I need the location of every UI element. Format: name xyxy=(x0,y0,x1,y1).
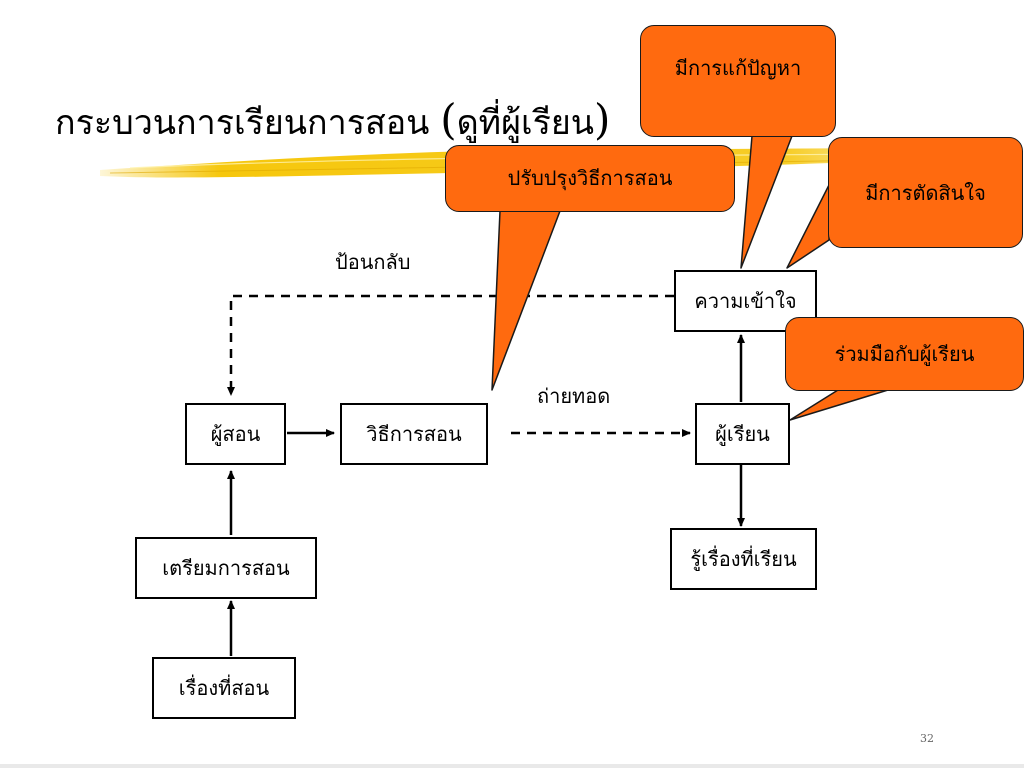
decision-making-callout: มีการตัดสินใจ xyxy=(828,137,1023,248)
learner-box: ผู้เรียน xyxy=(695,403,790,465)
improve-method-callout-tail xyxy=(491,210,561,391)
teacher-box: ผู้สอน xyxy=(185,403,286,465)
preparation-box: เตรียมการสอน xyxy=(135,537,317,599)
problem-solving-callout: มีการแก้ปัญหา xyxy=(640,25,836,137)
cooperate-callout-text: ร่วมมือกับผู้เรียน xyxy=(834,342,975,366)
transfer-label: ถ่ายทอด xyxy=(537,384,611,408)
decision-making-callout-text: มีการตัดสินใจ xyxy=(865,180,986,205)
cooperate-callout: ร่วมมือกับผู้เรียน xyxy=(785,317,1024,391)
improve-method-callout: ปรับปรุงวิธีการสอน xyxy=(445,145,735,212)
page-number: 32 xyxy=(920,732,934,745)
slide-title-paren-open: ( xyxy=(440,95,457,144)
feedback-label: ป้อนกลับ xyxy=(335,250,411,274)
learned-topic-box: รู้เรื่องที่เรียน xyxy=(670,528,817,590)
decision-making-callout-tail xyxy=(786,184,830,269)
slide-title-paren-content: ดูที่ผู้เรียน xyxy=(456,103,595,143)
slide-title-main: กระบวนการเรียนการสอน xyxy=(55,103,430,143)
slide-title-paren-close: ) xyxy=(594,95,611,144)
problem-solving-callout-text: มีการแก้ปัญหา xyxy=(674,56,802,80)
topic-box: เรื่องที่สอน xyxy=(152,657,296,719)
cooperate-callout-tail xyxy=(789,389,889,421)
slide-title: กระบวนการเรียนการสอน (ดูที่ผู้เรียน) xyxy=(55,95,610,149)
teaching-method-box: วิธีการสอน xyxy=(340,403,488,465)
footer-divider xyxy=(0,764,1024,768)
improve-method-callout-text: ปรับปรุงวิธีการสอน xyxy=(507,166,673,190)
